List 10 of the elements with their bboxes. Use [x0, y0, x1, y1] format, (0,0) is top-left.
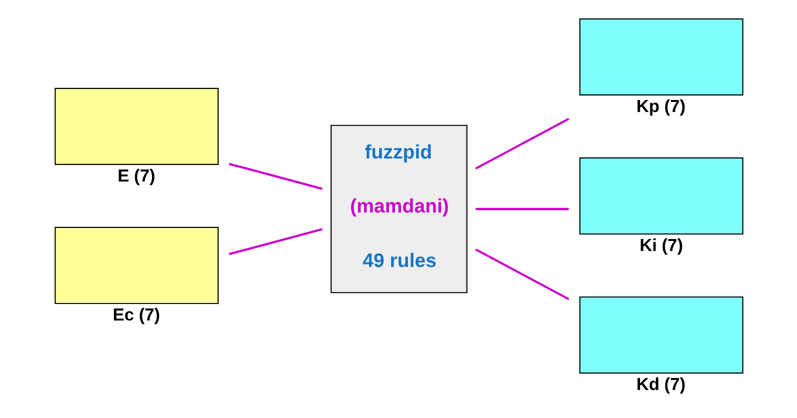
connector [474, 248, 569, 300]
node-label: Ki (7) [639, 235, 683, 256]
connector [228, 228, 322, 256]
connector [474, 118, 569, 170]
node-label: Kp (7) [636, 96, 686, 116]
connector [228, 162, 322, 190]
node-label: Ec (7) [112, 304, 160, 325]
node-label: E (7) [117, 166, 155, 186]
connector [475, 208, 568, 210]
node-label: Kd (7) [636, 374, 686, 394]
